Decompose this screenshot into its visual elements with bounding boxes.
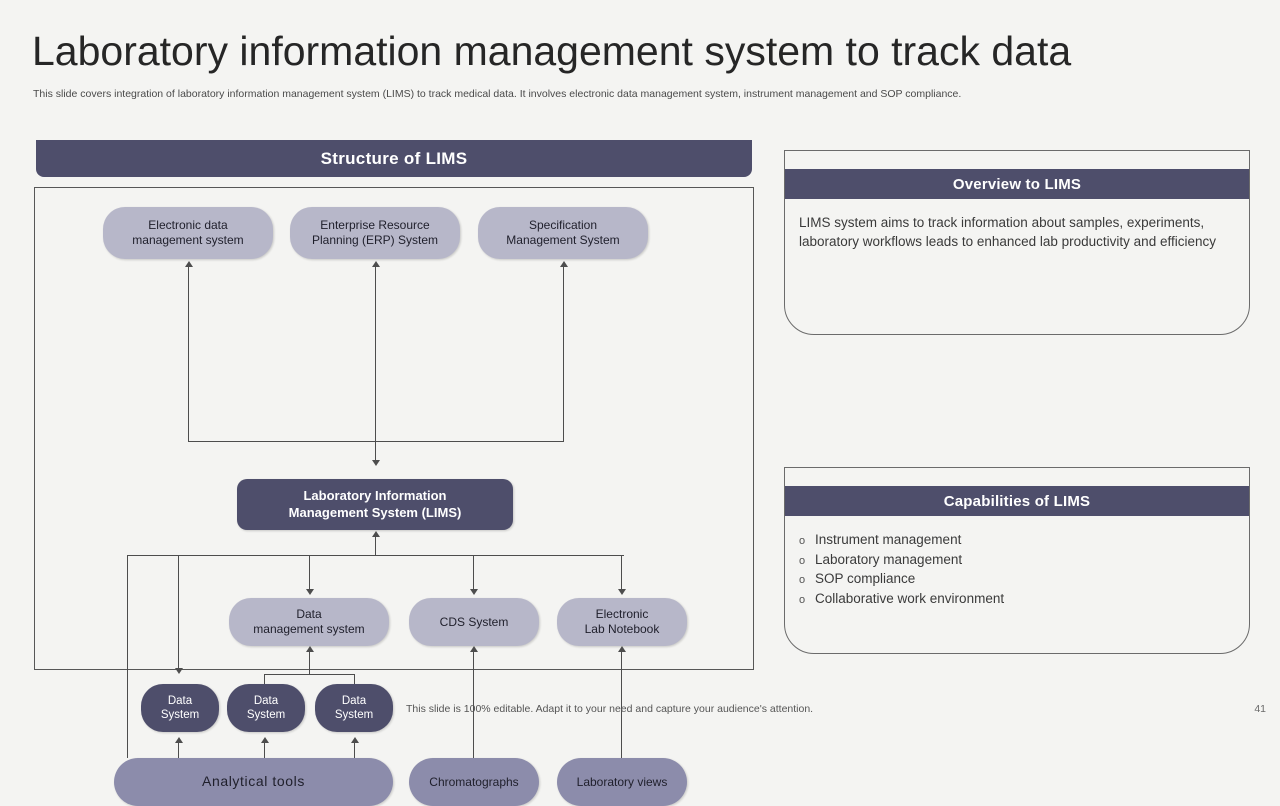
node-label: Laboratory views (576, 774, 668, 789)
node-label: CDS System (439, 614, 509, 629)
arrow-up-icon (372, 531, 380, 537)
node-label: Analytical tools (202, 773, 305, 790)
page-title: Laboratory information management system… (32, 28, 1072, 74)
capabilities-panel-body: o Instrument management o Laboratory man… (785, 524, 1249, 608)
connector-drop-data-system-1 (178, 555, 179, 668)
arrow-down-icon (372, 460, 380, 466)
page-subtitle: This slide covers integration of laborat… (33, 88, 962, 100)
node-data-system-2[interactable]: Data System (227, 684, 305, 732)
connector-cds-chromatographs (473, 652, 474, 758)
arrow-up-icon (175, 737, 183, 743)
node-label: Laboratory Information Management System… (288, 488, 462, 520)
arrow-down-icon (175, 668, 183, 674)
node-label: Data System (334, 694, 374, 721)
capabilities-of-lims-panel: Capabilities of LIMS o Instrument manage… (784, 467, 1250, 654)
node-electronic-lab-notebook[interactable]: Electronic Lab Notebook (557, 598, 687, 646)
list-item: o Collaborative work environment (799, 589, 1233, 609)
overview-panel-header: Overview to LIMS (785, 169, 1249, 199)
arrow-up-icon (618, 646, 626, 652)
page-number: 41 (1254, 703, 1266, 715)
connector-top-left-riser (188, 267, 189, 442)
circle-bullet-icon: o (799, 535, 806, 547)
arrow-up-icon (560, 261, 568, 267)
connector-datasystem-branch-bus (264, 674, 355, 675)
node-label: Specification Management System (506, 218, 620, 247)
overview-to-lims-panel: Overview to LIMS LIMS system aims to tra… (784, 150, 1250, 335)
arrow-up-icon (470, 646, 478, 652)
circle-bullet-icon: o (799, 554, 806, 567)
arrow-down-icon (470, 589, 478, 595)
node-electronic-data-management-system[interactable]: Electronic data management system (103, 207, 273, 259)
node-data-system-3[interactable]: Data System (315, 684, 393, 732)
node-cds-system[interactable]: CDS System (409, 598, 539, 646)
list-item: o Instrument management (799, 530, 1233, 550)
arrow-up-icon (306, 646, 314, 652)
overview-panel-body: LIMS system aims to track information ab… (799, 215, 1216, 250)
node-data-system-1[interactable]: Data System (141, 684, 219, 732)
node-enterprise-resource-planning-system[interactable]: Enterprise Resource Planning (ERP) Syste… (290, 207, 460, 259)
connector-left-long-riser (127, 555, 128, 758)
node-specification-management-system[interactable]: Specification Management System (478, 207, 648, 259)
node-label: Electronic Lab Notebook (584, 607, 660, 636)
footer-note: This slide is 100% editable. Adapt it to… (406, 703, 814, 715)
capabilities-list: o Instrument management o Laboratory man… (799, 530, 1233, 608)
node-laboratory-views[interactable]: Laboratory views (557, 758, 687, 806)
structure-panel-header: Structure of LIMS (36, 140, 752, 177)
connector-tools-to-ds2 (264, 743, 265, 758)
connector-top-right-riser (563, 267, 564, 442)
connector-drop-eln (621, 555, 622, 589)
arrow-down-icon (618, 589, 626, 595)
arrow-up-icon (351, 737, 359, 743)
list-item-label: SOP compliance (815, 571, 916, 587)
arrow-up-icon (261, 737, 269, 743)
list-item-label: Instrument management (815, 532, 962, 547)
arrow-up-icon (185, 261, 193, 267)
node-label: Data System (246, 694, 286, 721)
connector-tools-to-ds3 (354, 743, 355, 758)
node-data-management-system[interactable]: Data management system (229, 598, 389, 646)
arrow-up-icon (372, 261, 380, 267)
node-chromatographs[interactable]: Chromatographs (409, 758, 539, 806)
node-label: Data System (160, 694, 200, 721)
node-laboratory-information-management-system[interactable]: Laboratory Information Management System… (237, 479, 513, 530)
connector-drop-cds (473, 555, 474, 589)
structure-diagram: Electronic data management system Enterp… (34, 187, 754, 806)
connector-tools-to-ds1 (178, 743, 179, 758)
node-analytical-tools[interactable]: Analytical tools (114, 758, 393, 806)
connector-drop-data-management (309, 555, 310, 589)
arrow-down-icon (306, 589, 314, 595)
node-label: Data management system (253, 607, 365, 636)
connector-datamgmt-up (309, 652, 310, 674)
circle-bullet-icon: o (799, 574, 806, 587)
list-item-label: Collaborative work environment (815, 590, 1005, 606)
list-item: o SOP compliance (799, 569, 1233, 589)
connector-mid-bus (127, 555, 624, 556)
structure-of-lims-panel: Structure of LIMS Electronic data manage… (34, 140, 754, 806)
connector-eln-laboratory-views (621, 652, 622, 758)
list-item-label: Laboratory management (815, 551, 963, 567)
node-label: Enterprise Resource Planning (ERP) Syste… (311, 218, 439, 247)
connector-lims-down (375, 537, 376, 555)
connector-drop-data-system-2 (264, 674, 265, 688)
circle-bullet-icon: o (799, 593, 806, 606)
connector-drop-data-system-3 (354, 674, 355, 688)
node-label: Chromatographs (429, 774, 519, 789)
list-item: o Laboratory management (799, 550, 1233, 570)
connector-center-vertical (375, 267, 376, 460)
capabilities-panel-header: Capabilities of LIMS (785, 486, 1249, 516)
node-label: Electronic data management system (132, 218, 244, 247)
